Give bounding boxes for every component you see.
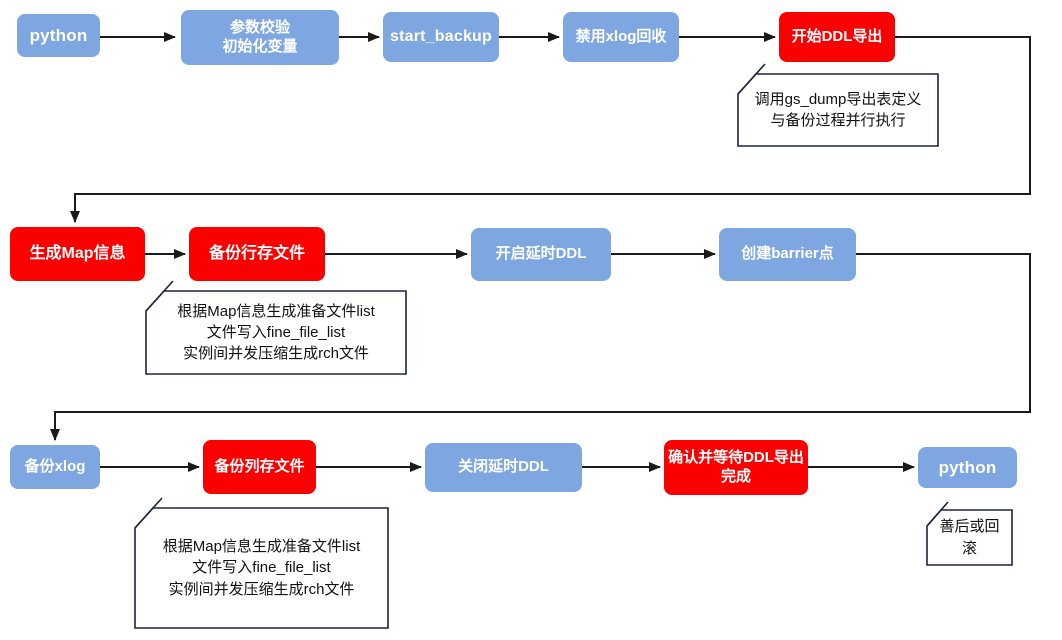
node-create-barrier: 创建barrier点 (719, 228, 856, 281)
node-start-ddl-export: 开始DDL导出 (779, 12, 895, 62)
node-label: 开启延时DDL (495, 245, 587, 263)
node-label: 生成Map信息 (29, 245, 126, 262)
node-label: 确认并等待DDL导出完成 (668, 448, 804, 485)
node-python-end: python (918, 447, 1017, 488)
node-label: python (29, 25, 88, 45)
annotation-line: 实例间并发压缩生成rch文件 (183, 345, 369, 363)
node-disable-xlog: 禁用xlog回收 (563, 12, 679, 62)
node-confirm-ddl: 确认并等待DDL导出完成 (664, 440, 808, 495)
annotation-line: 善后或回滚 (939, 518, 1000, 557)
annotation-line: 根据Map信息生成准备文件list (162, 538, 361, 556)
node-param-check: 参数校验 初始化变量 (181, 10, 339, 65)
node-enable-delay-ddl: 开启延时DDL (471, 228, 611, 281)
node-label: 备份列存文件 (214, 457, 305, 475)
node-label: 开始DDL导出 (791, 27, 883, 45)
node-label: 禁用xlog回收 (575, 27, 667, 45)
annotation-row-backup-note: 根据Map信息生成准备文件list 文件写入fine_file_list 实例间… (148, 293, 404, 372)
node-backup-col-files: 备份列存文件 (203, 440, 316, 494)
annotation-tail-finish-note (926, 501, 949, 527)
annotation-line: 实例间并发压缩生成rch文件 (168, 580, 355, 598)
annotation-line: 根据Map信息生成准备文件list (177, 302, 375, 320)
annotation-tail-col-backup-note (134, 497, 163, 529)
annotation-tail-ddl-export-note (737, 63, 766, 95)
node-label: 关闭延时DDL (458, 458, 549, 476)
annotation-line: 调用gs_dump导出表定义 (754, 90, 922, 108)
node-label: 参数校验 初始化变量 (222, 18, 298, 55)
annotation-line: 文件写入fine_file_list (192, 559, 331, 577)
node-python-start: python (17, 14, 100, 57)
node-label: 创建barrier点 (741, 245, 834, 263)
node-label: 备份xlog (24, 457, 86, 475)
node-close-delay-ddl: 关闭延时DDL (425, 443, 582, 492)
node-label: python (938, 457, 997, 477)
node-backup-xlog: 备份xlog (10, 445, 100, 489)
node-start-backup: start_backup (383, 12, 499, 62)
annotation-line: 文件写入fine_file_list (206, 323, 346, 341)
node-label: 备份行存文件 (208, 245, 305, 262)
connector-row2-to-row3 (50, 253, 1031, 441)
annotation-ddl-export-note: 调用gs_dump导出表定义 与备份过程并行执行 (740, 76, 936, 144)
annotation-line: 与备份过程并行执行 (770, 112, 906, 129)
connector-row1-to-row2 (70, 36, 1031, 223)
node-label: start_backup (390, 28, 492, 45)
annotation-tail-row-backup-note (145, 280, 174, 312)
node-backup-row-files: 备份行存文件 (189, 227, 325, 281)
annotation-finish-note: 善后或回滚 (929, 512, 1010, 563)
node-gen-map: 生成Map信息 (10, 227, 145, 281)
annotation-col-backup-note: 根据Map信息生成准备文件list 文件写入fine_file_list 实例间… (137, 510, 386, 626)
